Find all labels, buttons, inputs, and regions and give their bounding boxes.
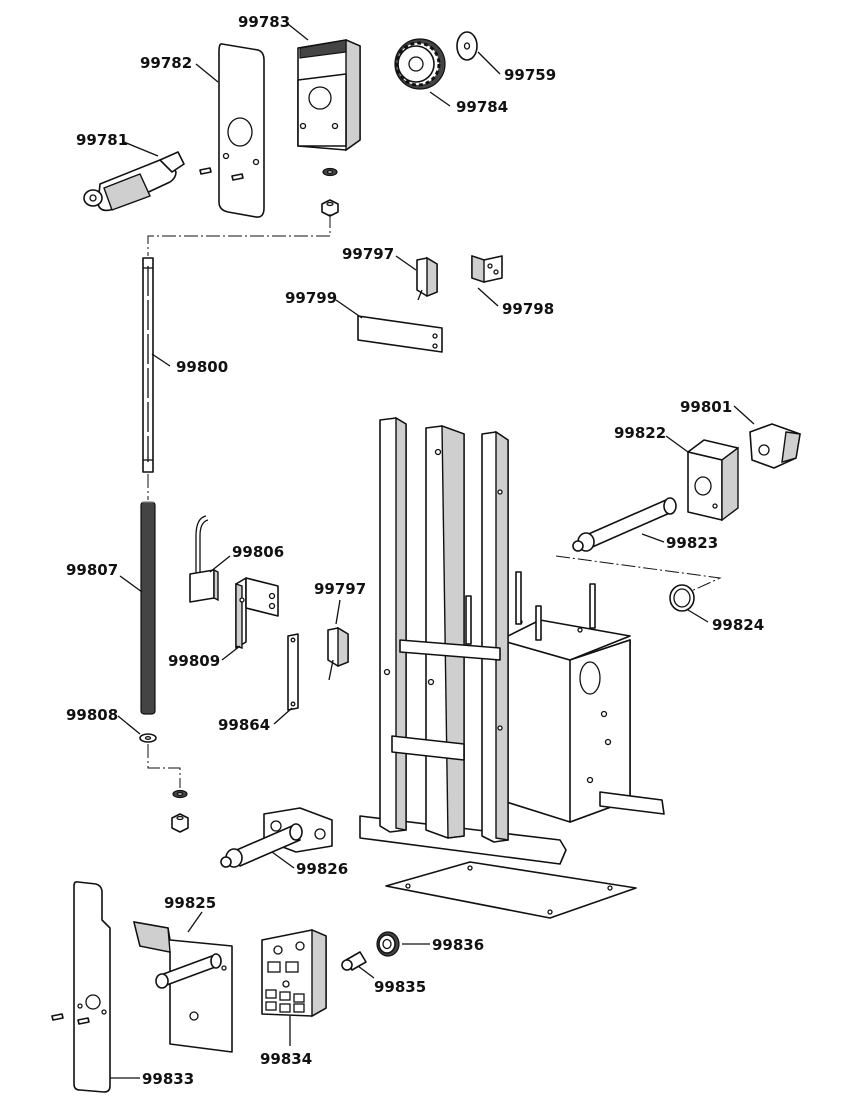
part-99825-plate-shaft [133, 921, 233, 1053]
bottom-cover-plate [385, 861, 637, 919]
callout-99784: 99784 [456, 98, 508, 116]
leader-lines [110, 23, 755, 1079]
part-99826-shaft-assembly [220, 807, 333, 868]
callout-99799: 99799 [285, 289, 337, 307]
part-99781-handle [83, 151, 185, 212]
part-99759-washer [456, 31, 478, 61]
callout-99797-mid: 99797 [314, 580, 366, 598]
callout-99808: 99808 [66, 706, 118, 724]
part-99783-bracket-block [297, 38, 361, 152]
centerline-rod-top [147, 214, 331, 256]
callout-99759: 99759 [504, 66, 556, 84]
callout-99835: 99835 [374, 978, 426, 996]
part-99782-cover-plate [199, 43, 265, 218]
callout-99834: 99834 [260, 1050, 312, 1068]
callout-99783: 99783 [238, 13, 290, 31]
callout-99822: 99822 [614, 424, 666, 442]
part-99824-washer [669, 584, 695, 612]
part-99784-gear [394, 38, 446, 90]
part-99797-switch-mid [327, 626, 349, 681]
callout-99800: 99800 [176, 358, 228, 376]
callout-99809: 99809 [168, 652, 220, 670]
part-lower-washer-nut [171, 789, 189, 833]
callout-labels: 99783 99782 99759 99784 99781 99797 9979… [66, 13, 764, 1088]
part-99833-long-plate [51, 881, 111, 1093]
part-99836-bearing [376, 931, 400, 957]
part-99807-spring [140, 501, 156, 715]
callout-99782: 99782 [140, 54, 192, 72]
callout-99806: 99806 [232, 543, 284, 561]
part-99797-switch-top [416, 256, 438, 301]
part-99806-sensor [189, 515, 219, 603]
part-99798-angle-bracket [471, 255, 503, 283]
part-99808-washer [139, 733, 157, 743]
callout-99797-top: 99797 [342, 245, 394, 263]
part-99864-strip [287, 633, 299, 711]
callout-99801: 99801 [680, 398, 732, 416]
part-99823-shaft [572, 497, 677, 552]
callout-99833: 99833 [142, 1070, 194, 1088]
callout-99826: 99826 [296, 860, 348, 878]
part-99835-pin [341, 951, 367, 971]
part-99822-block [687, 439, 739, 522]
part-99800-threaded-rod [142, 257, 154, 473]
part-99809-sensor-bracket [235, 577, 279, 649]
main-frame-assembly [359, 416, 665, 865]
callout-99825: 99825 [164, 894, 216, 912]
part-99801-clip [749, 423, 801, 469]
callout-99781: 99781 [76, 131, 128, 149]
part-99834-cast-block [261, 928, 327, 1018]
callout-99864: 99864 [218, 716, 270, 734]
part-washer-nut-99783 [321, 167, 339, 217]
part-99799-strip-plate [357, 315, 443, 353]
callout-99798: 99798 [502, 300, 554, 318]
callout-99807: 99807 [66, 561, 118, 579]
callout-99824: 99824 [712, 616, 764, 634]
centerline-lower-nut [147, 744, 181, 788]
centerline-shaft [555, 555, 722, 599]
callout-99823: 99823 [666, 534, 718, 552]
callout-99836: 99836 [432, 936, 484, 954]
